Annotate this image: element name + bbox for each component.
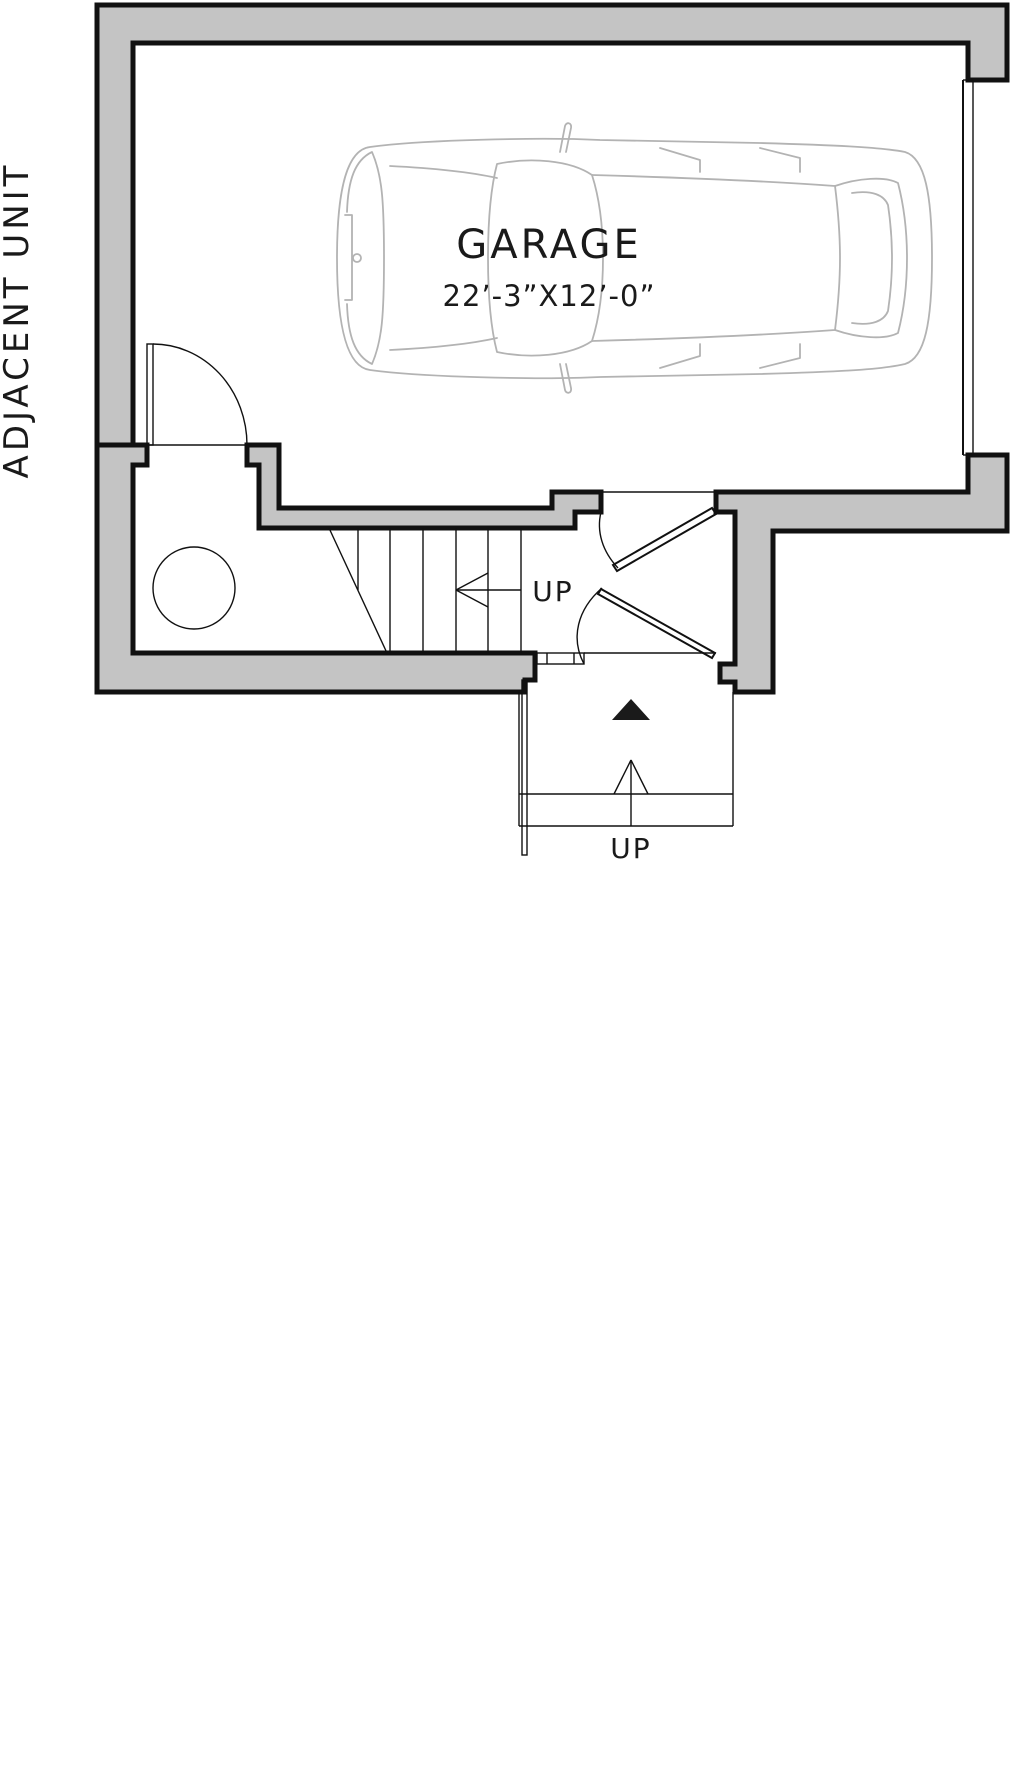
direction-arrow-icon [613,759,649,826]
adjacent-unit-label: ADJACENT UNIT [0,162,37,479]
entry-up-label: UP [610,832,651,865]
vestibule-doors [536,491,718,665]
staircase [328,527,522,654]
entry-arrow-icon [612,699,650,720]
direction-arrow-icon [455,572,521,608]
room-dimensions: 22’-3”X12’-0” [443,279,656,313]
garage-door [962,79,974,456]
wall-right-lower [713,452,1010,695]
entry-landing [518,679,734,856]
stair-up-label: UP [532,575,573,608]
wall-stair-partition [244,442,604,531]
room-name: GARAGE [456,222,641,268]
wall-left-lower [94,442,538,695]
storage-door [146,343,248,446]
water-heater-icon [152,546,236,630]
walls [94,2,1010,695]
car-top-view-icon [336,122,933,394]
